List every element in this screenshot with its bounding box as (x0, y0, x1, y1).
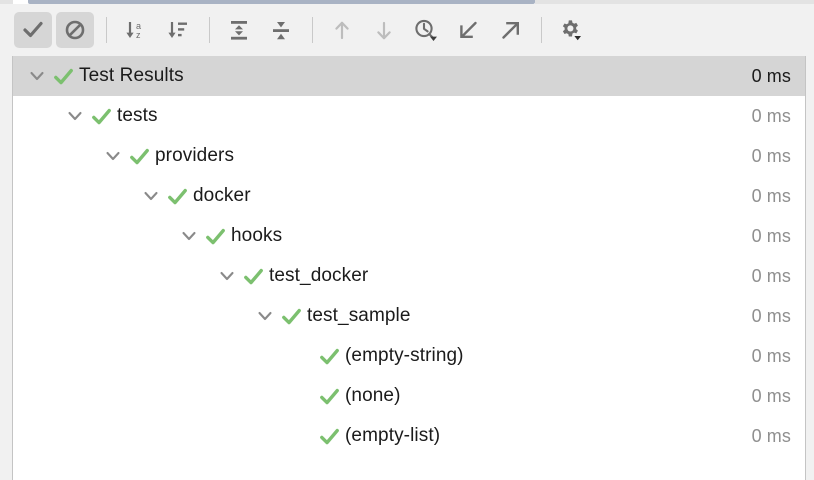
test-node-duration: 0 ms (751, 385, 791, 406)
expand-all-icon (229, 20, 249, 41)
test-node-duration: 0 ms (751, 185, 791, 206)
chevron-down-icon[interactable] (25, 56, 49, 96)
tab-strip-left-cap (0, 0, 13, 5)
import-results-button[interactable] (449, 12, 487, 48)
status-passed-icon (201, 216, 229, 256)
test-node-label: providers (155, 145, 235, 166)
tree-indent-spacer (291, 376, 315, 416)
expand-all-button[interactable] (220, 12, 258, 48)
row-tests[interactable]: tests 0 ms (13, 96, 805, 136)
row-test-results[interactable]: Test Results 0 ms (13, 56, 805, 96)
ignored-icon (65, 20, 85, 40)
test-node-label: (empty-string) (345, 345, 464, 366)
row-empty-list[interactable]: (empty-list) 0 ms (13, 416, 805, 456)
test-history-button[interactable] (407, 12, 445, 48)
test-node-label: (empty-list) (345, 425, 441, 446)
chevron-down-icon[interactable] (101, 136, 125, 176)
toolbar-separator (312, 17, 313, 43)
toolbar-separator (541, 17, 542, 43)
toolbar-separator (106, 17, 107, 43)
tree-right-border (805, 56, 806, 480)
test-node-duration: 0 ms (751, 145, 791, 166)
tree-left-gutter (0, 56, 12, 480)
show-ignored-toggle[interactable] (56, 12, 94, 48)
row-docker[interactable]: docker 0 ms (13, 176, 805, 216)
arrow-up-icon (332, 20, 352, 41)
tree-indent-spacer (291, 336, 315, 376)
tree-right-gutter (806, 56, 814, 480)
previous-failed-test-button (323, 12, 361, 48)
next-failed-test-button (365, 12, 403, 48)
test-node-duration: 0 ms (751, 105, 791, 126)
row-hooks[interactable]: hooks 0 ms (13, 216, 805, 256)
row-empty-string[interactable]: (empty-string) 0 ms (13, 336, 805, 376)
svg-text:z: z (136, 30, 141, 40)
status-passed-icon (125, 136, 153, 176)
test-node-duration: 0 ms (751, 425, 791, 446)
collapse-all-button[interactable] (262, 12, 300, 48)
svg-text:a: a (136, 21, 141, 31)
status-passed-icon (315, 376, 343, 416)
row-test-docker[interactable]: test_docker 0 ms (13, 256, 805, 296)
test-node-label: test_docker (269, 265, 369, 286)
collapse-all-icon (271, 20, 291, 41)
chevron-down-icon[interactable] (63, 96, 87, 136)
show-passed-toggle[interactable] (14, 12, 52, 48)
export-icon (500, 20, 521, 41)
tree-left-border (12, 56, 13, 480)
status-passed-icon (163, 176, 191, 216)
import-icon (458, 20, 479, 41)
gear-dropdown-icon (559, 19, 583, 42)
test-node-label: test_sample (307, 305, 411, 326)
sort-by-duration-button[interactable] (159, 12, 197, 48)
test-node-label: (none) (345, 385, 401, 406)
chevron-down-icon[interactable] (253, 296, 277, 336)
toolbar-separator (209, 17, 210, 43)
status-passed-icon (49, 56, 77, 96)
clock-dropdown-icon (414, 19, 438, 42)
test-node-duration: 0 ms (751, 265, 791, 286)
tab-strip-right-filler (535, 0, 814, 4)
test-node-duration: 0 ms (751, 345, 791, 366)
export-results-button[interactable] (491, 12, 529, 48)
settings-button[interactable] (552, 12, 590, 48)
row-test-sample[interactable]: test_sample 0 ms (13, 296, 805, 336)
arrow-down-icon (374, 20, 394, 41)
row-providers[interactable]: providers 0 ms (13, 136, 805, 176)
status-passed-icon (87, 96, 115, 136)
test-node-label: docker (193, 185, 251, 206)
test-node-label: hooks (231, 225, 283, 246)
chevron-down-icon[interactable] (177, 216, 201, 256)
sort-by-duration-icon (167, 20, 189, 40)
chevron-down-icon[interactable] (215, 256, 239, 296)
test-node-duration: 0 ms (751, 65, 791, 86)
tree-indent-spacer (291, 416, 315, 456)
test-node-duration: 0 ms (751, 305, 791, 326)
check-icon (23, 20, 43, 40)
test-node-label: tests (117, 105, 158, 126)
status-passed-icon (239, 256, 267, 296)
status-passed-icon (277, 296, 305, 336)
status-passed-icon (315, 416, 343, 456)
chevron-down-icon[interactable] (139, 176, 163, 216)
status-passed-icon (315, 336, 343, 376)
test-node-label: Test Results (79, 65, 184, 86)
row-none[interactable]: (none) 0 ms (13, 376, 805, 416)
panel-tab-accent-strip (28, 0, 535, 4)
test-node-duration: 0 ms (751, 225, 791, 246)
